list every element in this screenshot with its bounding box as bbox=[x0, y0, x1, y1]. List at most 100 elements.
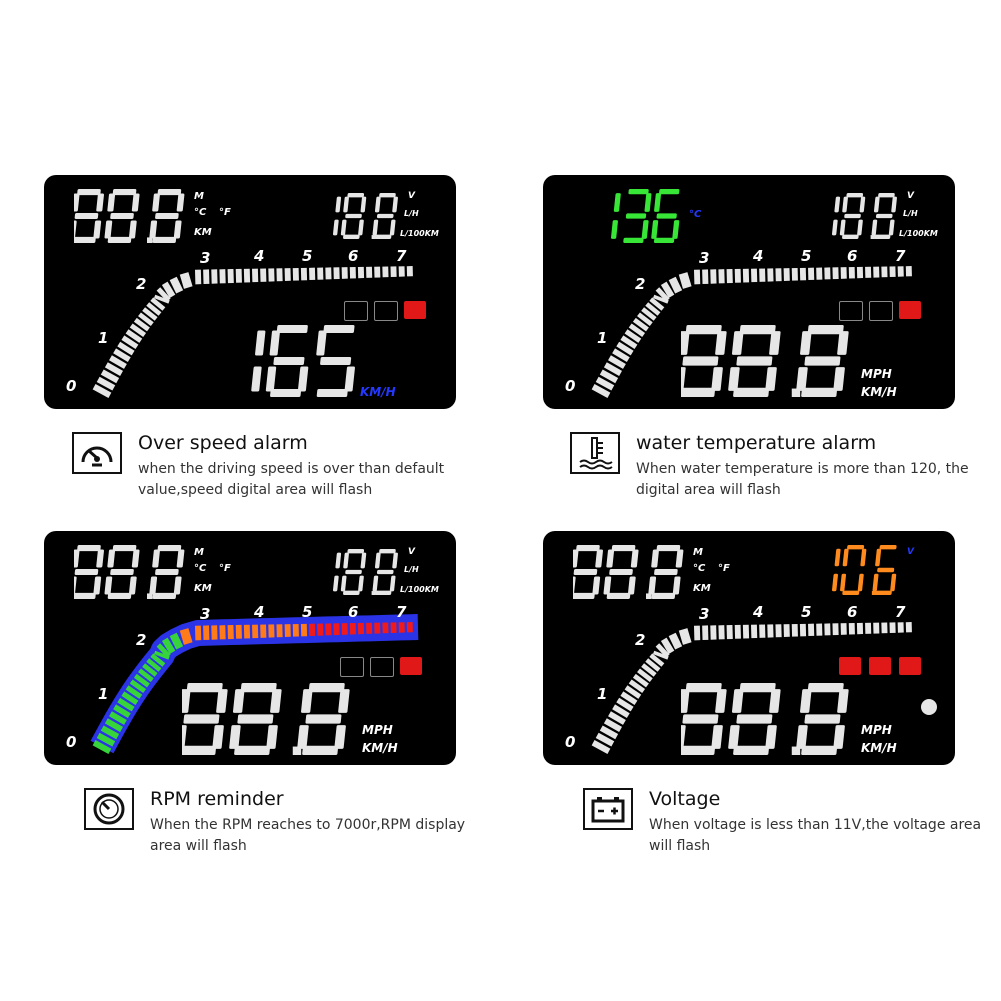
digit-8 bbox=[681, 325, 727, 397]
segment-d bbox=[874, 590, 892, 595]
rpm-segment bbox=[702, 625, 709, 641]
rpm-segment bbox=[235, 624, 242, 639]
digit-8 bbox=[149, 189, 185, 243]
segment-d bbox=[681, 745, 716, 755]
rpm-segment bbox=[742, 624, 750, 639]
segment-f bbox=[343, 196, 349, 213]
digit-8 bbox=[839, 193, 866, 239]
segment-e bbox=[104, 576, 113, 595]
digit-1 bbox=[832, 548, 841, 592]
segment-a bbox=[77, 545, 101, 552]
top-left-digits bbox=[74, 545, 190, 599]
rpm-segment bbox=[751, 624, 758, 639]
segment-c bbox=[129, 220, 137, 239]
segment-b bbox=[360, 196, 367, 213]
segment-f bbox=[731, 331, 744, 355]
segment-f bbox=[152, 193, 160, 212]
digit-1 bbox=[251, 330, 266, 392]
digit-8 bbox=[728, 683, 781, 755]
rpm-segment bbox=[203, 269, 210, 285]
unit-celsius: °C bbox=[194, 207, 207, 218]
rpm-segment bbox=[109, 355, 127, 369]
segment-b bbox=[392, 552, 398, 569]
rpm-segment bbox=[873, 622, 880, 634]
rpm-segment bbox=[840, 623, 847, 635]
segment-f bbox=[374, 552, 381, 569]
unit-volt: V bbox=[907, 191, 914, 201]
rpm-segment bbox=[865, 622, 872, 634]
rpm-segment bbox=[252, 268, 259, 283]
segment-g bbox=[155, 568, 179, 576]
rpm-segment bbox=[317, 623, 324, 636]
rpm-segment bbox=[125, 685, 143, 699]
segment-g bbox=[804, 714, 841, 724]
segment-c bbox=[592, 576, 601, 595]
segment-c bbox=[344, 366, 355, 392]
segment-c bbox=[628, 576, 636, 595]
seven-segment-display bbox=[832, 193, 897, 239]
rpm-segment bbox=[848, 267, 855, 279]
segment-c bbox=[641, 220, 649, 239]
segment-c bbox=[833, 725, 845, 749]
rpm-segment bbox=[227, 625, 234, 640]
rpm-segment bbox=[628, 323, 646, 338]
rpm-segment bbox=[612, 704, 630, 719]
rpm-segment bbox=[284, 268, 291, 281]
decimal-point bbox=[371, 235, 376, 239]
seven-segment-display bbox=[611, 189, 680, 243]
rpm-segment bbox=[710, 625, 717, 640]
segment-b bbox=[131, 549, 140, 568]
caption-description: When the RPM reaches to 7000r,RPM displa… bbox=[150, 817, 466, 854]
segment-g bbox=[625, 213, 647, 219]
rpm-segment bbox=[767, 624, 774, 638]
unit-l100km: L/100KM bbox=[400, 229, 439, 238]
rpm-segment bbox=[775, 268, 782, 282]
rpm-segment bbox=[652, 294, 669, 304]
rpm-segment bbox=[325, 267, 332, 280]
digit-8 bbox=[340, 193, 367, 239]
segment-a bbox=[186, 683, 223, 693]
rpm-segment bbox=[591, 740, 611, 754]
segment-d bbox=[801, 387, 838, 397]
rpm-tick-label: 0 bbox=[66, 377, 76, 395]
segment-b bbox=[335, 196, 342, 213]
rpm-tick-label: 6 bbox=[847, 247, 857, 265]
segment-c bbox=[389, 219, 396, 236]
caption-title: water temperature alarm bbox=[636, 432, 877, 454]
segment-c bbox=[93, 576, 102, 595]
segment-e bbox=[340, 575, 347, 592]
segment-a bbox=[323, 325, 355, 334]
speedometer-icon bbox=[72, 432, 122, 474]
segment-a bbox=[878, 193, 895, 198]
top-left-digits bbox=[573, 545, 689, 599]
digit-8 bbox=[603, 545, 639, 599]
rpm-segment bbox=[374, 266, 381, 278]
rpm-segment bbox=[398, 622, 405, 633]
rpm-segment bbox=[109, 711, 127, 725]
rpm-segment bbox=[632, 317, 649, 332]
rpm-segment bbox=[897, 266, 904, 277]
rpm-segment bbox=[865, 266, 872, 278]
rpm-segment bbox=[591, 384, 611, 398]
segment-c bbox=[832, 219, 838, 236]
segment-c bbox=[389, 575, 396, 592]
segment-b bbox=[338, 689, 350, 713]
rpm-segment bbox=[292, 267, 299, 281]
segment-e bbox=[796, 367, 808, 391]
gear-warning-icon bbox=[869, 301, 893, 321]
rpm-segment bbox=[406, 622, 413, 633]
digit-8 bbox=[372, 549, 398, 595]
tachometer-icon bbox=[84, 788, 134, 830]
segment-d bbox=[606, 592, 631, 599]
rpm-segment bbox=[816, 623, 823, 636]
digit-6 bbox=[651, 189, 680, 243]
segment-g bbox=[155, 212, 179, 220]
segment-b bbox=[176, 193, 185, 212]
digit-0 bbox=[840, 545, 867, 595]
digit-8 bbox=[104, 545, 140, 599]
segment-d bbox=[374, 590, 392, 595]
rpm-segment bbox=[92, 740, 112, 754]
decimal-point bbox=[646, 593, 652, 599]
